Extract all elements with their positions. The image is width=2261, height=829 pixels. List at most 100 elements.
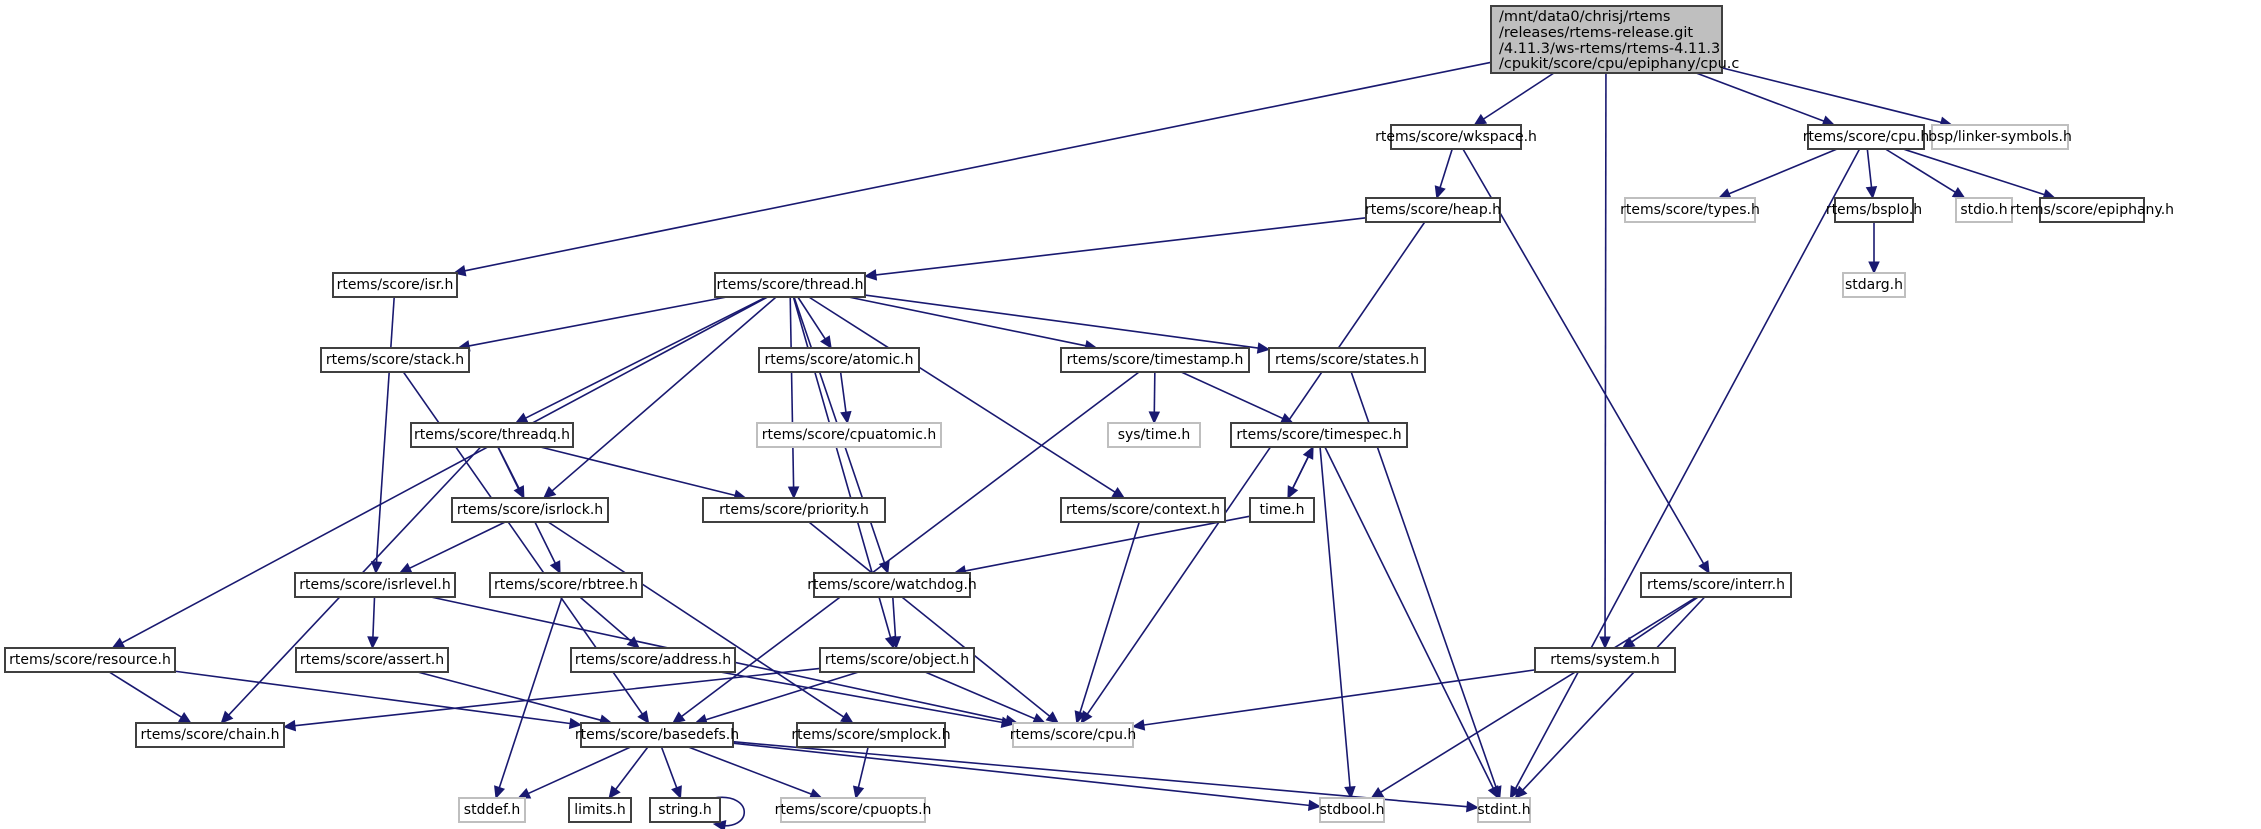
node-epiphany[interactable]: rtems/score/epiphany.h [2010, 197, 2174, 223]
node-atomic[interactable]: rtems/score/atomic.h [758, 347, 920, 373]
edge-isrlock-to-isrlevel [409, 521, 506, 569]
node-stdio[interactable]: stdio.h [1955, 197, 2013, 223]
file-nodes: /mnt/data0/chrisj/rtems /releases/rtems-… [4, 5, 2174, 823]
node-label: rtems/score/object.h [825, 652, 969, 668]
node-cpuh_top[interactable]: rtems/score/cpu.h [1803, 124, 1930, 150]
node-box [1640, 572, 1792, 598]
node-box [320, 347, 470, 373]
edge-basedefs-to-limits [615, 746, 649, 790]
node-box [1230, 422, 1408, 448]
node-timestamp[interactable]: rtems/score/timestamp.h [1060, 347, 1250, 373]
node-root-cpu-c[interactable]: /mnt/data0/chrisj/rtems /releases/rtems-… [1490, 5, 1739, 74]
edge-wkspace-to-interr [1462, 148, 1705, 564]
node-stddef[interactable]: stddef.h [458, 797, 526, 823]
node-types[interactable]: rtems/score/types.h [1620, 197, 1760, 223]
node-isr[interactable]: rtems/score/isr.h [332, 272, 458, 298]
arrowhead-icon [1466, 800, 1480, 813]
node-system[interactable]: rtems/system.h [1534, 647, 1676, 673]
node-label: rtems/score/cpuopts.h [775, 802, 932, 818]
arrowhead-icon [626, 636, 640, 649]
node-timespec[interactable]: rtems/score/timespec.h [1230, 422, 1408, 448]
node-box [1319, 797, 1385, 823]
node-rbtree[interactable]: rtems/score/rbtree.h [489, 572, 643, 598]
edge-heap-to-cpuh_bot [1086, 221, 1426, 715]
arrowhead-icon [542, 486, 557, 499]
node-label: stdint.h [1477, 802, 1530, 818]
node-thread[interactable]: rtems/score/thread.h [714, 272, 866, 298]
node-basedefs[interactable]: rtems/score/basedefs.h [575, 722, 739, 748]
node-stack[interactable]: rtems/score/stack.h [320, 347, 470, 373]
node-cpuopts[interactable]: rtems/score/cpuopts.h [775, 797, 932, 823]
arrowhead-icon [1074, 710, 1086, 725]
node-cpuatomic[interactable]: rtems/score/cpuatomic.h [756, 422, 942, 448]
edge-root-to-isr [464, 61, 1491, 272]
node-states[interactable]: rtems/score/states.h [1268, 347, 1426, 373]
node-linker[interactable]: bsp/linker-symbols.h [1928, 124, 2072, 150]
arrowhead-icon [370, 561, 383, 575]
root-path-line-4: /cpukit/score/cpu/epiphany/cpu.c [1499, 56, 1739, 72]
node-limits[interactable]: limits.h [568, 797, 632, 823]
node-label: rtems/score/cpu.h [1010, 727, 1137, 743]
node-cpuh_bot[interactable]: rtems/score/cpu.h [1010, 722, 1137, 748]
arrowhead-icon [1487, 785, 1499, 800]
node-label: rtems/score/timespec.h [1236, 427, 1401, 443]
node-bspio[interactable]: rtems/bspIo.h [1826, 197, 1922, 223]
node-label: rtems/score/rbtree.h [494, 577, 638, 593]
node-stdint[interactable]: stdint.h [1477, 797, 1531, 823]
node-box [1107, 422, 1201, 448]
node-box [1931, 124, 2069, 150]
edge-root-to-linker [1721, 66, 1942, 124]
node-box [570, 647, 736, 673]
edge-cpuh_top-to-bspio [1866, 148, 1873, 188]
node-watchdog[interactable]: rtems/score/watchdog.h [807, 572, 977, 598]
node-label: rtems/score/types.h [1620, 202, 1760, 218]
node-context[interactable]: rtems/score/context.h [1060, 497, 1226, 523]
edge-threadq-to-priority [540, 446, 736, 497]
edge-interr-to-stdint [1522, 596, 1706, 791]
node-smplock[interactable]: rtems/score/smplock.h [791, 722, 951, 748]
node-string[interactable]: string.h [649, 797, 721, 823]
node-systime[interactable]: sys/time.h [1107, 422, 1201, 448]
node-label: rtems/score/chain.h [140, 727, 279, 743]
edge-cpuh_top-to-types [1728, 148, 1838, 195]
edge-timespec-to-stdbool [1319, 446, 1351, 788]
node-label: rtems/score/epiphany.h [2010, 202, 2174, 218]
node-stdbool[interactable]: stdbool.h [1319, 797, 1385, 823]
edge-timestamp-to-basedefs [681, 371, 1140, 718]
node-box [1477, 797, 1531, 823]
node-object[interactable]: rtems/score/object.h [819, 647, 975, 673]
node-isrlock[interactable]: rtems/score/isrlock.h [451, 497, 609, 523]
node-stdarg[interactable]: stdarg.h [1842, 272, 1906, 298]
arrowhead-icon [1473, 113, 1488, 126]
edge-root-to-wkspace [1483, 71, 1556, 120]
node-resource[interactable]: rtems/score/resource.h [4, 647, 176, 673]
node-box [1624, 197, 1756, 223]
node-timeh[interactable]: time.h [1249, 497, 1315, 523]
edge-thread-to-stack [468, 296, 727, 347]
node-chain[interactable]: rtems/score/chain.h [135, 722, 285, 748]
arrowhead-icon [1621, 636, 1636, 649]
node-label: stdarg.h [1845, 277, 1903, 293]
edge-address-to-cpuh_bot [720, 671, 1003, 724]
arrowhead-icon [608, 785, 621, 799]
node-box [294, 572, 456, 598]
edge-thread-to-threadq [525, 296, 767, 419]
node-label: rtems/score/timestamp.h [1067, 352, 1244, 368]
node-box [332, 272, 458, 298]
node-label: rtems/score/atomic.h [764, 352, 913, 368]
node-label: rtems/score/wkspace.h [1375, 129, 1537, 145]
node-wkspace[interactable]: rtems/score/wkspace.h [1375, 124, 1537, 150]
node-priority[interactable]: rtems/score/priority.h [702, 497, 886, 523]
node-box [1807, 124, 1925, 150]
edge-timespec-to-stdint [1324, 446, 1494, 789]
edge-cpuh_top-to-stdio [1884, 148, 1956, 193]
node-threadq[interactable]: rtems/score/threadq.h [410, 422, 574, 448]
node-assert[interactable]: rtems/score/assert.h [295, 647, 449, 673]
node-box [489, 572, 643, 598]
node-interr[interactable]: rtems/score/interr.h [1640, 572, 1792, 598]
arrowhead-icon [220, 710, 234, 724]
node-isrlevel[interactable]: rtems/score/isrlevel.h [294, 572, 456, 598]
node-heap[interactable]: rtems/score/heap.h [1365, 197, 1501, 223]
node-address[interactable]: rtems/score/address.h [570, 647, 736, 673]
root-path-line-3: /4.11.3/ws-rtems/rtems-4.11.3 [1499, 41, 1720, 57]
